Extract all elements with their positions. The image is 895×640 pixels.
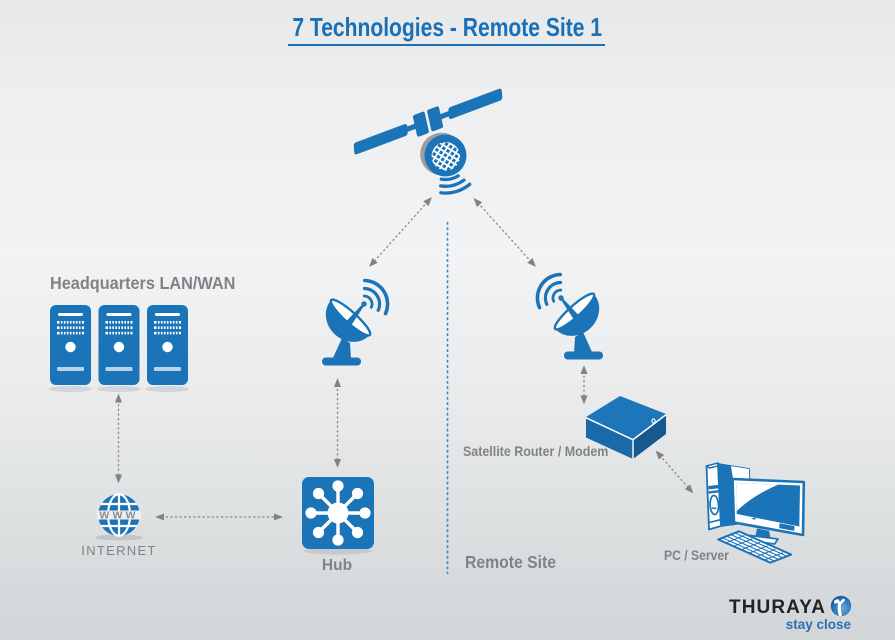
svg-text:WWW: WWW: [99, 509, 138, 521]
